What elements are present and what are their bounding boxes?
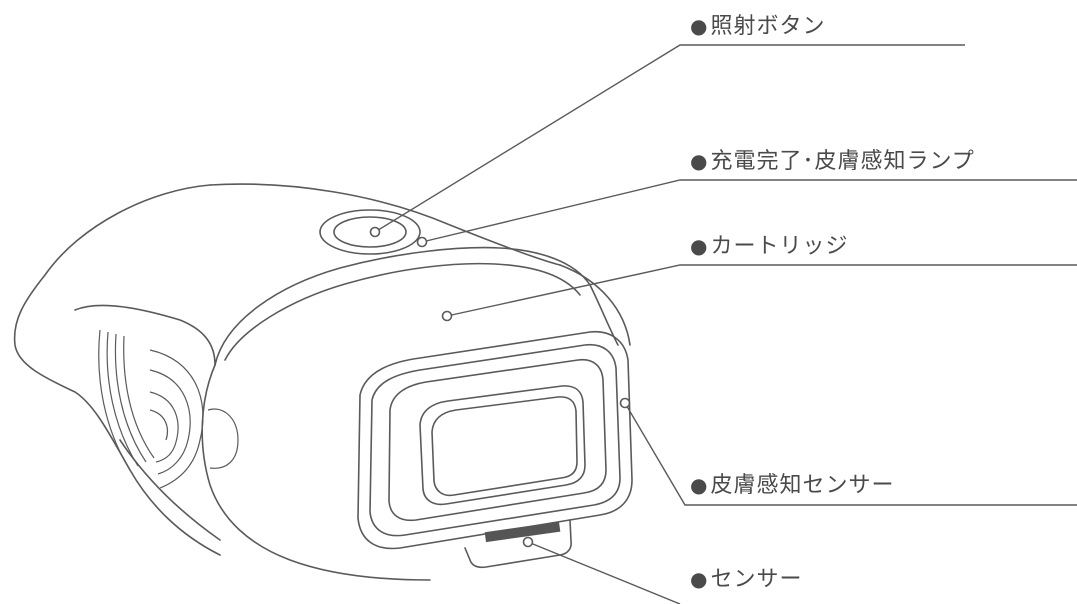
- dot-skin-sensor: [619, 397, 631, 409]
- bullet-icon: ●: [690, 473, 709, 497]
- dot-irradiation-button: [369, 226, 381, 238]
- bullet-icon: ●: [690, 149, 709, 173]
- leader-lines: [374, 44, 1077, 604]
- grip-grooves: [98, 329, 204, 489]
- label-text: 皮膚感知センサー: [710, 473, 895, 498]
- callout-dots: [369, 226, 631, 548]
- label-text: 照射ボタン: [710, 14, 826, 39]
- label-text: 充電完了･皮膚感知ランプ: [710, 149, 975, 174]
- bullet-icon: ●: [690, 234, 709, 258]
- bullet-icon: ●: [690, 14, 709, 38]
- label-irradiation-button: ●照射ボタン: [690, 13, 825, 40]
- label-sensor: ●センサー: [690, 566, 802, 593]
- leader-cartridge: [446, 264, 1077, 317]
- dot-sensor: [522, 536, 534, 548]
- cartridge-head: [357, 331, 633, 569]
- bullet-icon: ●: [690, 567, 709, 591]
- irradiation-button-shape: [319, 209, 421, 255]
- leader-skin-sensor: [624, 402, 1077, 506]
- label-text: センサー: [710, 567, 803, 592]
- device-main-body: [201, 246, 631, 581]
- label-skin-sensor: ●皮膚感知センサー: [690, 472, 894, 499]
- dot-cartridge: [441, 310, 453, 322]
- leader-charge-skin-lamp: [421, 179, 1077, 243]
- leader-irradiation-button: [374, 44, 965, 233]
- label-cartridge: ●カートリッジ: [690, 233, 848, 260]
- sensor-strip: [484, 521, 561, 543]
- label-charge-skin-lamp: ●充電完了･皮膚感知ランプ: [690, 148, 975, 175]
- dot-charge-skin-lamp: [416, 236, 428, 248]
- device-handle: [13, 183, 561, 556]
- label-text: カートリッジ: [710, 234, 849, 259]
- leader-sensor: [527, 541, 681, 604]
